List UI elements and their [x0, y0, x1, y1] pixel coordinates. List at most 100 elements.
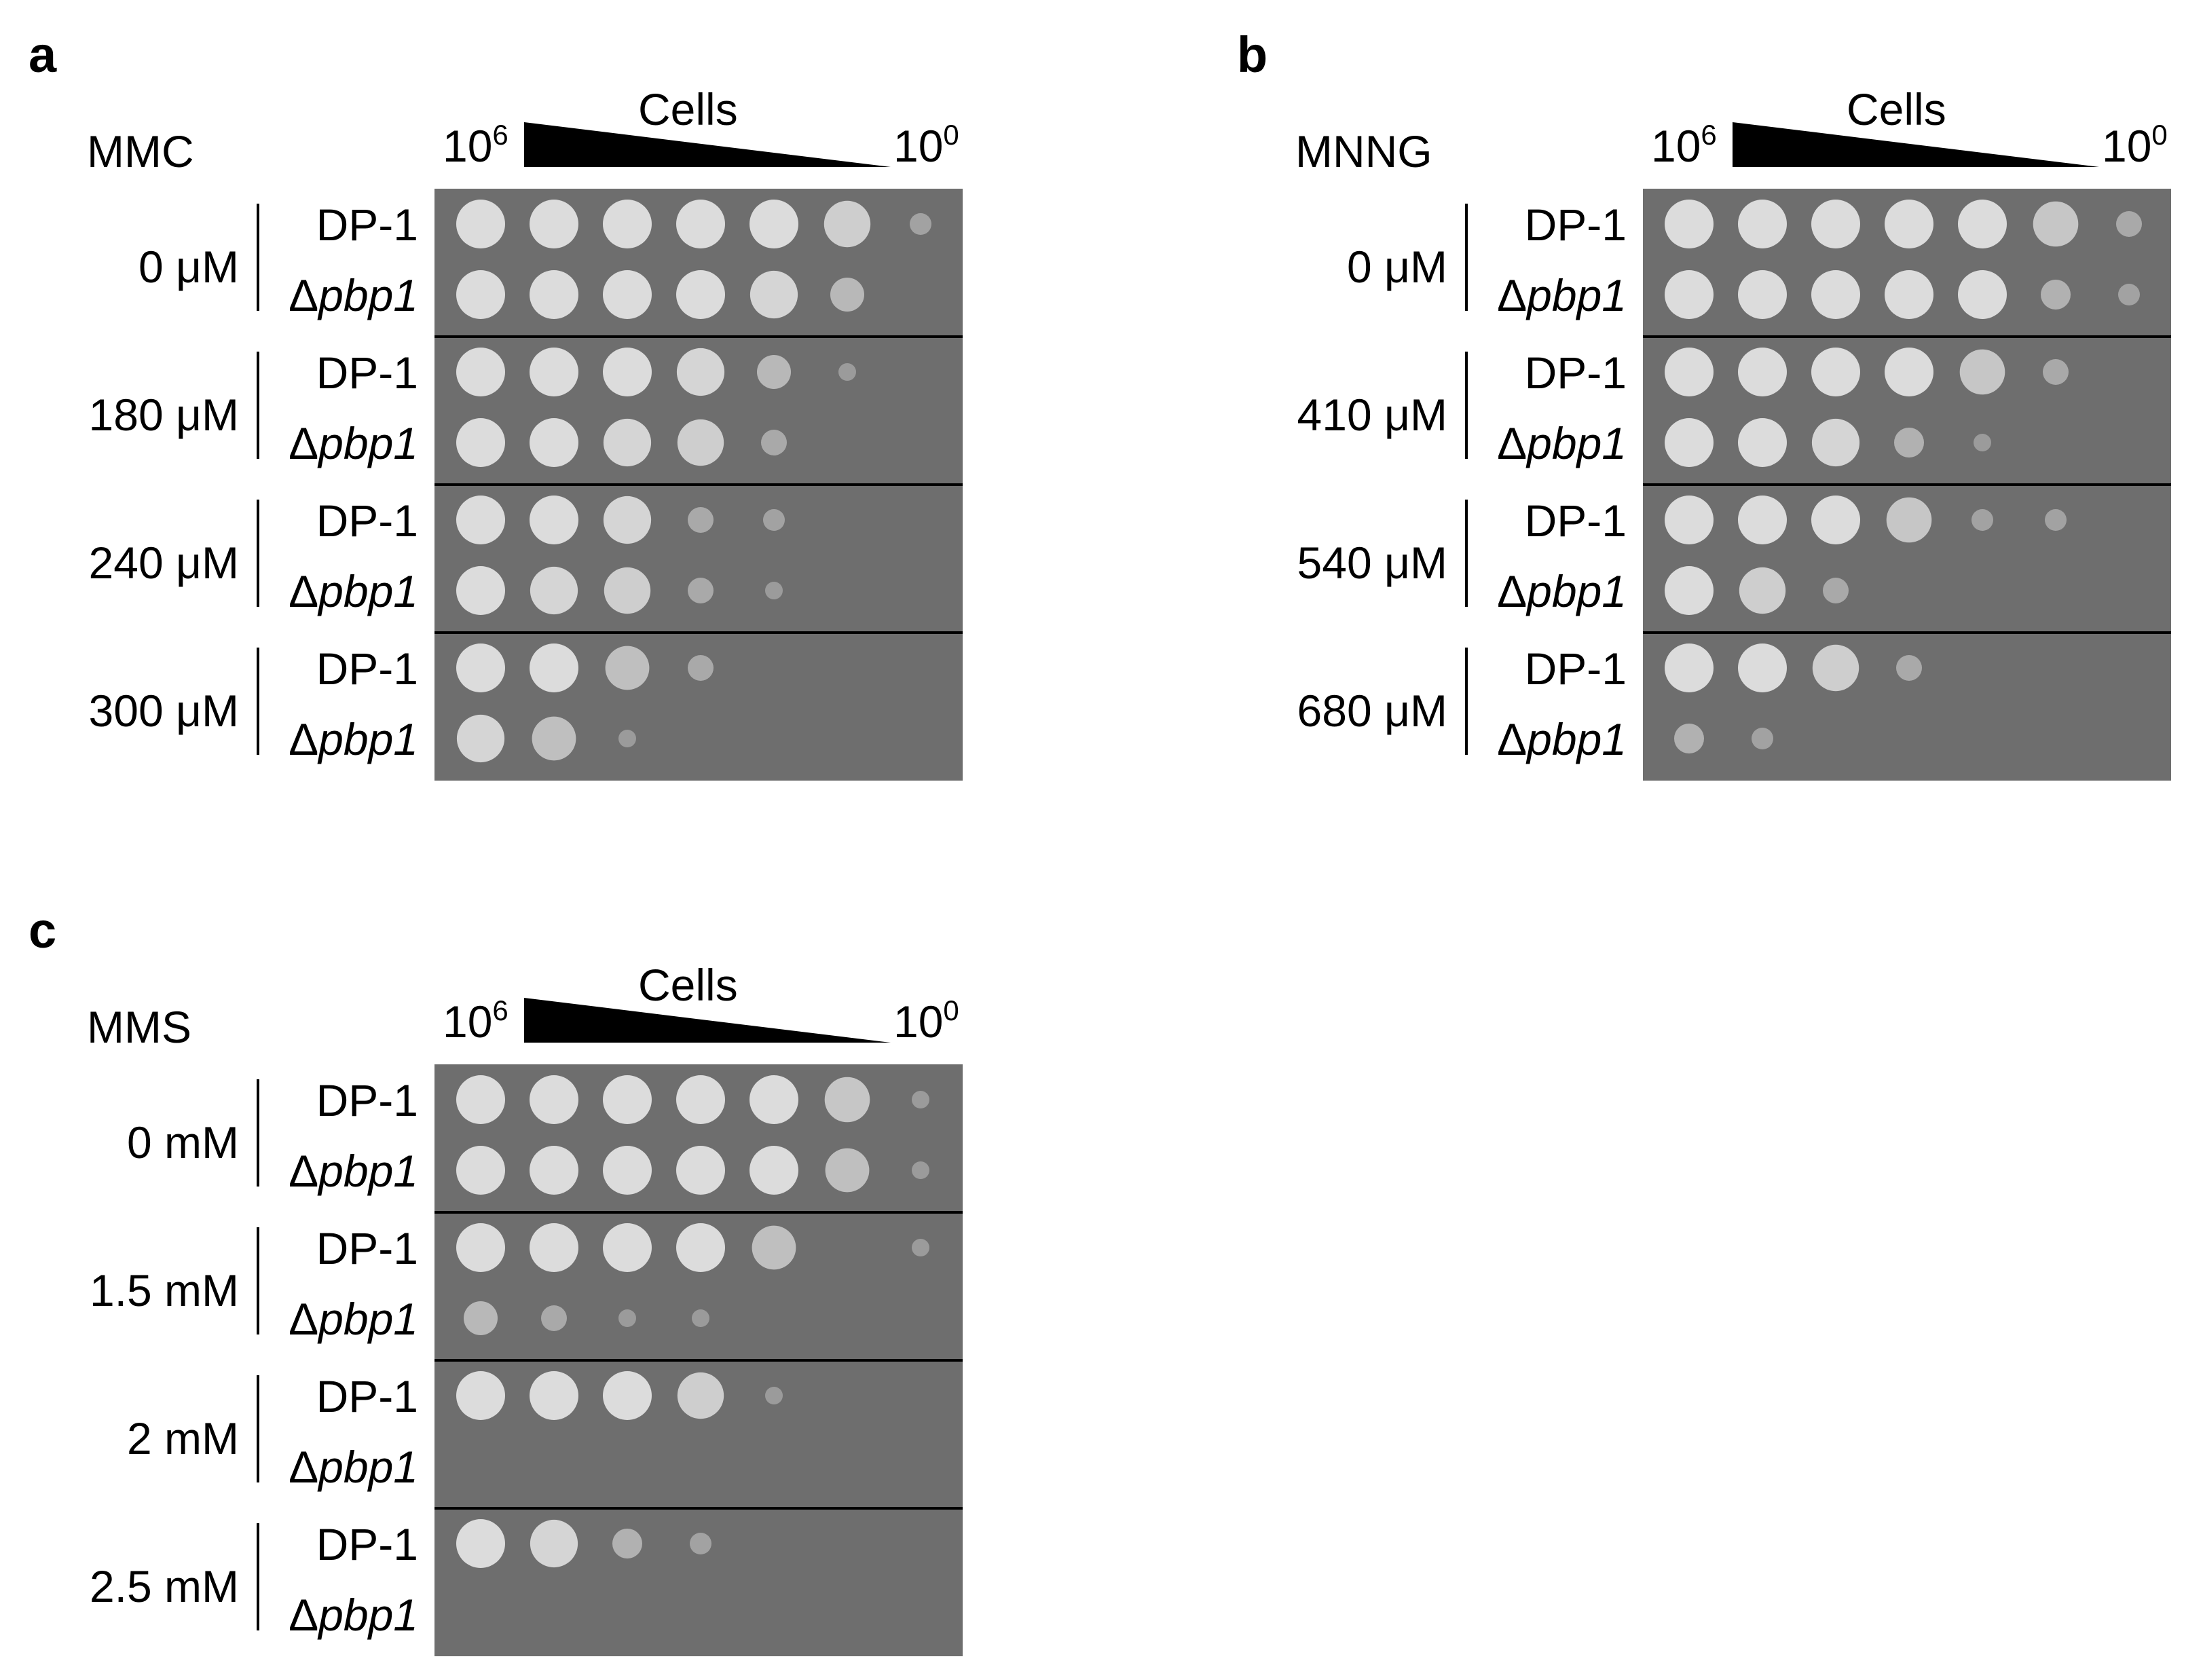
strain-bracket [1465, 204, 1468, 311]
colony-spot [824, 1077, 870, 1123]
agar-plate [434, 1064, 963, 1656]
colony-spot [456, 1519, 505, 1568]
colony-spot [749, 270, 798, 319]
colony-spot [823, 200, 871, 248]
colony-spot [530, 496, 578, 544]
colony-spot [1665, 496, 1714, 544]
strain-bracket [1465, 648, 1468, 755]
colony-spot [1811, 348, 1860, 396]
strain-label-wild-type: DP-1 [1524, 348, 1627, 398]
colony-spot [1739, 567, 1786, 614]
strain-label-wild-type: DP-1 [316, 496, 418, 546]
concentration-label: 180 μM [88, 390, 239, 440]
colony-spot [618, 1309, 636, 1327]
colony-spot [530, 200, 578, 248]
colony-spot [757, 355, 791, 389]
colony-spot [676, 1223, 725, 1272]
strain-label-mutant: Δpbp1 [289, 418, 418, 468]
colony-spot [530, 1146, 578, 1195]
colony-spot [530, 418, 578, 467]
colony-spot [1811, 496, 1860, 544]
colony-spot [912, 1239, 929, 1256]
colony-spot [1738, 418, 1787, 467]
concentration-label: 2 mM [127, 1413, 239, 1463]
cells-label: Cells [638, 960, 738, 1010]
strain-label-mutant: Δpbp1 [289, 714, 418, 764]
strain-label-wild-type: DP-1 [316, 348, 418, 398]
colony-spot [1738, 496, 1787, 544]
strain-label-mutant: Δpbp1 [289, 1294, 418, 1344]
strain-label-mutant: Δpbp1 [289, 1146, 418, 1196]
colony-spot [2045, 509, 2067, 531]
colony-spot [456, 1146, 505, 1195]
concentration-label: 300 μM [88, 686, 239, 736]
colony-spot [676, 200, 725, 248]
colony-spot [690, 1533, 711, 1554]
strain-label-wild-type: DP-1 [316, 1223, 418, 1273]
colony-spot [464, 1301, 498, 1335]
colony-spot [1665, 566, 1714, 615]
colony-spot [1885, 348, 1933, 396]
colony-spot [1665, 643, 1714, 692]
strain-bracket [1465, 352, 1468, 459]
strain-bracket [257, 1227, 259, 1334]
colony-spot [530, 566, 578, 615]
colony-spot [603, 270, 652, 319]
colony-spot [603, 1146, 652, 1195]
colony-spot [612, 1529, 642, 1558]
colony-spot [530, 1075, 578, 1124]
colony-spot [1738, 348, 1787, 396]
colony-spot [677, 1372, 724, 1419]
colony-spot [1738, 643, 1787, 692]
colony-spot [749, 200, 798, 248]
colony-spot [1886, 497, 1932, 543]
colony-spot [605, 646, 650, 690]
colony-spot [456, 714, 505, 763]
colony-spot [1665, 418, 1714, 467]
agar-plate [434, 189, 963, 781]
colony-spot [1738, 200, 1787, 248]
colony-spot [1958, 270, 2007, 319]
colony-spot [676, 348, 725, 396]
colony-spot [1812, 644, 1859, 692]
colony-spot [1958, 200, 2007, 248]
strain-bracket [257, 500, 259, 607]
strain-bracket [257, 352, 259, 459]
dilution-wedge [524, 998, 891, 1043]
cells-label: Cells [638, 84, 738, 134]
concentration-label: 1.5 mM [89, 1265, 239, 1315]
colony-spot [1885, 200, 1933, 248]
colony-spot [456, 1371, 505, 1420]
colony-spot [838, 363, 856, 381]
colony-spot [456, 1075, 505, 1124]
colony-spot [761, 430, 787, 455]
colony-spot [456, 566, 505, 615]
colony-spot [912, 1091, 929, 1108]
colony-spot [749, 1075, 798, 1124]
drug-label: MMS [87, 1002, 191, 1052]
colony-spot [1665, 200, 1714, 248]
colony-spot [530, 1223, 578, 1272]
strain-bracket [257, 1079, 259, 1187]
colony-spot [676, 1146, 725, 1195]
colony-spot [603, 1075, 652, 1124]
colony-spot [603, 1371, 652, 1420]
colony-spot [604, 567, 651, 614]
colony-spot [1974, 434, 1991, 451]
strain-label-mutant: Δpbp1 [289, 270, 418, 320]
colony-spot [1896, 655, 1922, 681]
colony-spot [2118, 284, 2140, 305]
strain-label-mutant: Δpbp1 [1497, 714, 1627, 764]
colony-spot [456, 643, 505, 692]
strain-bracket [257, 204, 259, 311]
colony-spot [688, 578, 714, 603]
concentration-label: 410 μM [1297, 390, 1447, 440]
dilution-low-label: 100 [893, 994, 959, 1047]
strain-label-wild-type: DP-1 [1524, 496, 1627, 546]
colony-spot [456, 496, 505, 544]
colony-spot [912, 1161, 929, 1179]
colony-spot [2041, 280, 2071, 310]
colony-spot [688, 655, 714, 681]
colony-spot [1665, 348, 1714, 396]
